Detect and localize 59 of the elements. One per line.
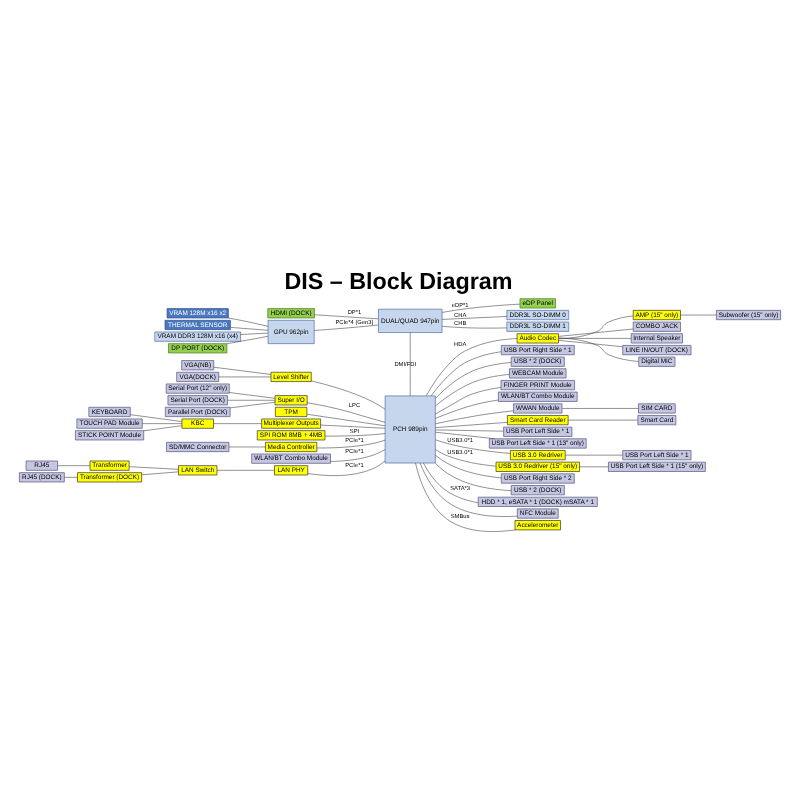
connector bbox=[435, 454, 502, 479]
connector bbox=[307, 460, 386, 476]
connector bbox=[435, 422, 508, 428]
connector bbox=[141, 471, 179, 476]
connector bbox=[435, 439, 511, 454]
connector bbox=[306, 402, 386, 423]
connector bbox=[324, 433, 386, 437]
connector bbox=[434, 462, 512, 491]
connector bbox=[558, 328, 634, 337]
connector bbox=[316, 439, 386, 449]
connector bbox=[435, 410, 514, 425]
connector bbox=[435, 362, 512, 399]
connector bbox=[130, 414, 182, 422]
connector bbox=[435, 387, 502, 415]
connector bbox=[568, 419, 639, 421]
connector bbox=[213, 366, 272, 375]
connector bbox=[216, 470, 275, 471]
connector bbox=[142, 423, 183, 424]
connector bbox=[306, 413, 386, 427]
connector bbox=[558, 315, 634, 340]
connector bbox=[143, 425, 183, 432]
connector bbox=[229, 392, 276, 399]
connector bbox=[441, 316, 508, 320]
connector bbox=[435, 449, 497, 467]
connector bbox=[230, 327, 269, 331]
connector bbox=[431, 351, 502, 396]
connector bbox=[227, 317, 269, 327]
connector bbox=[441, 325, 508, 329]
connector bbox=[226, 336, 269, 344]
connector bbox=[435, 399, 499, 419]
connector bbox=[441, 303, 521, 313]
connector bbox=[320, 424, 386, 429]
connector bbox=[128, 466, 179, 470]
connector bbox=[218, 376, 272, 378]
connector bbox=[435, 431, 496, 440]
connector bbox=[311, 380, 386, 410]
connector bbox=[330, 449, 386, 462]
connector bbox=[423, 462, 479, 504]
connector bbox=[435, 429, 504, 432]
connector bbox=[228, 446, 266, 448]
connector bbox=[435, 374, 510, 407]
connector bbox=[314, 314, 379, 320]
connector bbox=[313, 324, 379, 331]
connector bbox=[57, 465, 91, 466]
connector bbox=[558, 340, 623, 348]
connector bbox=[213, 423, 262, 424]
connector bbox=[415, 462, 516, 532]
connector bbox=[240, 332, 269, 335]
connector bbox=[230, 401, 276, 409]
connector bbox=[64, 477, 78, 478]
connector bbox=[426, 338, 518, 397]
connector bbox=[419, 462, 518, 517]
connector bbox=[558, 337, 639, 362]
diagram-title: DIS – Block Diagram bbox=[284, 268, 513, 295]
connector bbox=[565, 454, 623, 456]
connector bbox=[680, 314, 717, 316]
connector bbox=[561, 408, 639, 409]
connector bbox=[579, 466, 609, 468]
connector bbox=[227, 399, 276, 401]
